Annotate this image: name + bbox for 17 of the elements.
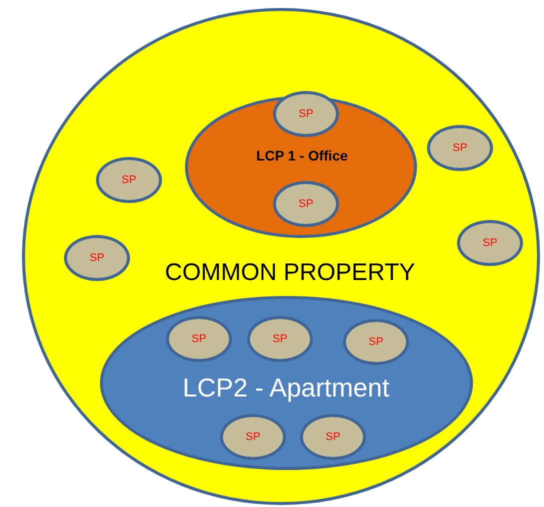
unit-label: SP [272,332,288,346]
unit-ellipse [273,91,339,137]
unit-label: SP [452,142,468,154]
unit-label: SP [246,430,260,444]
unit-label: SP [326,430,340,444]
area-label: COMMON PROPERTY [164,260,416,286]
unit-ellipse [343,319,409,365]
unit-label: SP [298,108,314,120]
unit-label: SP [368,336,384,348]
unit-label: SP [122,174,136,186]
lot-label: LCP 1 - Office [256,148,348,164]
lot-label: LCP2 - Apartment [182,374,390,402]
unit-label: SP [298,198,314,210]
unit-ellipse [166,316,232,362]
unit-label: SP [90,252,104,264]
unit-label: SP [482,236,498,250]
unit-label: SP [192,332,206,346]
